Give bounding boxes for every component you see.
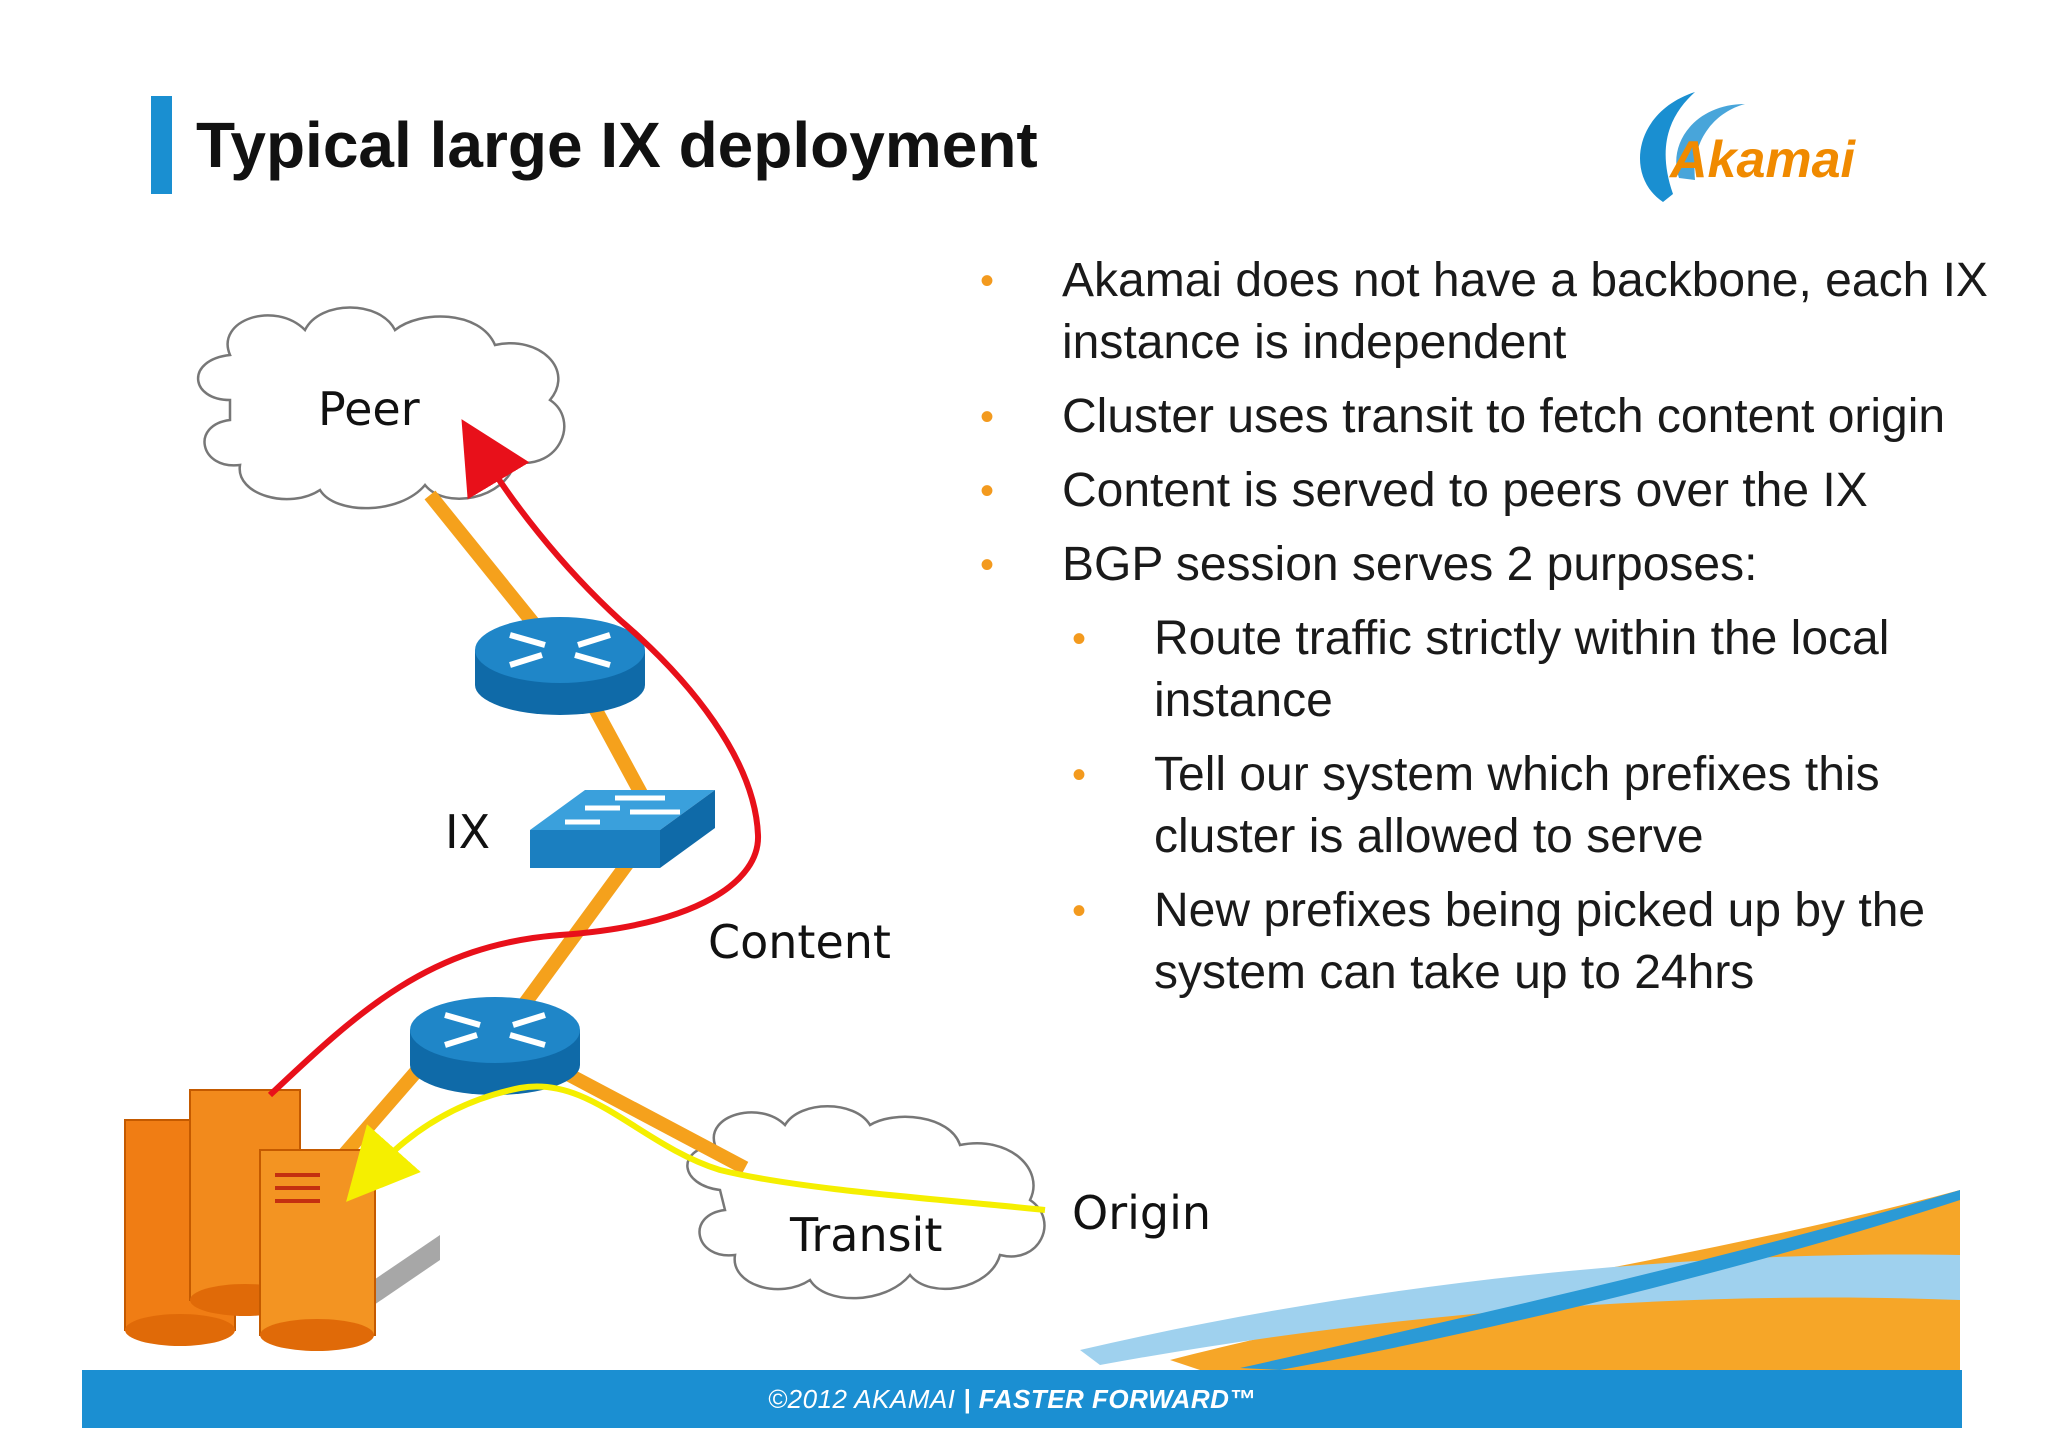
label-origin: Origin — [1072, 1186, 1212, 1240]
bullet-text: Cluster uses transit to fetch content or… — [1062, 390, 1946, 443]
bullet-text: New prefixes being picked up by the syst… — [1154, 884, 1926, 999]
label-ix: IX — [445, 805, 491, 859]
sub-bullet-item: • Route traffic strictly within the local… — [980, 608, 2020, 732]
slide-title: Typical large IX deployment — [196, 109, 1038, 181]
ix-switch-icon — [530, 790, 715, 868]
footer-separator: | — [963, 1384, 972, 1414]
content-path-arrow — [267, 419, 762, 1098]
bullet-text: Content is served to peers over the IX — [1062, 464, 1868, 517]
akamai-logo: Akamai — [1615, 82, 1895, 212]
bullet-dot-icon: • — [980, 543, 995, 587]
server-cluster-icon — [124, 1089, 440, 1351]
bullet-text: Tell our system which prefixes this clus… — [1154, 748, 1880, 863]
footer-copyright: ©2012 AKAMAI — [768, 1384, 956, 1414]
sub-bullet-item: • Tell our system which prefixes this clu… — [980, 744, 2020, 868]
footer-tagline: FASTER FORWARD™ — [978, 1384, 1256, 1414]
sub-bullet-item: • New prefixes being picked up by the sys… — [980, 880, 2020, 1004]
label-peer: Peer — [318, 382, 420, 436]
bullet-item: • Akamai does not have a backbone, each I… — [980, 250, 2020, 374]
bullet-dot-icon: • — [980, 395, 995, 439]
link-router-transit — [556, 1063, 749, 1175]
bullet-item: • Cluster uses transit to fetch content o… — [980, 386, 2020, 448]
bullet-text: Akamai does not have a backbone, each IX… — [1062, 254, 1988, 369]
bullet-item: • Content is served to peers over the IX — [980, 460, 2020, 522]
bullet-dot-icon: • — [1072, 617, 1087, 661]
bullet-list: • Akamai does not have a backbone, each I… — [980, 250, 2020, 1016]
akamai-swoosh-icon — [1639, 92, 1745, 202]
footer-band — [82, 1370, 1962, 1428]
bullet-dot-icon: • — [980, 469, 995, 513]
router-top-icon — [475, 617, 645, 715]
label-transit: Transit — [790, 1208, 943, 1262]
bullet-dot-icon: • — [1072, 753, 1087, 797]
transit-cloud — [686, 1105, 1046, 1300]
swoosh-decoration — [1080, 1190, 1960, 1370]
bullet-text: BGP session serves 2 purposes: — [1062, 538, 1758, 591]
label-content: Content — [708, 915, 891, 969]
origin-path-arrow — [346, 1083, 1046, 1213]
bullet-dot-icon: • — [980, 259, 995, 303]
bullet-dot-icon: • — [1072, 889, 1087, 933]
footer-text: ©2012 AKAMAI | FASTER FORWARD™ — [768, 1384, 1256, 1415]
bullet-item: • BGP session serves 2 purposes: — [980, 534, 2020, 596]
logo-wordmark: Akamai — [1670, 131, 1855, 189]
bullet-text: Route traffic strictly within the local … — [1154, 612, 1890, 727]
title-accent-bar — [151, 96, 172, 194]
router-bottom-icon — [410, 997, 580, 1095]
